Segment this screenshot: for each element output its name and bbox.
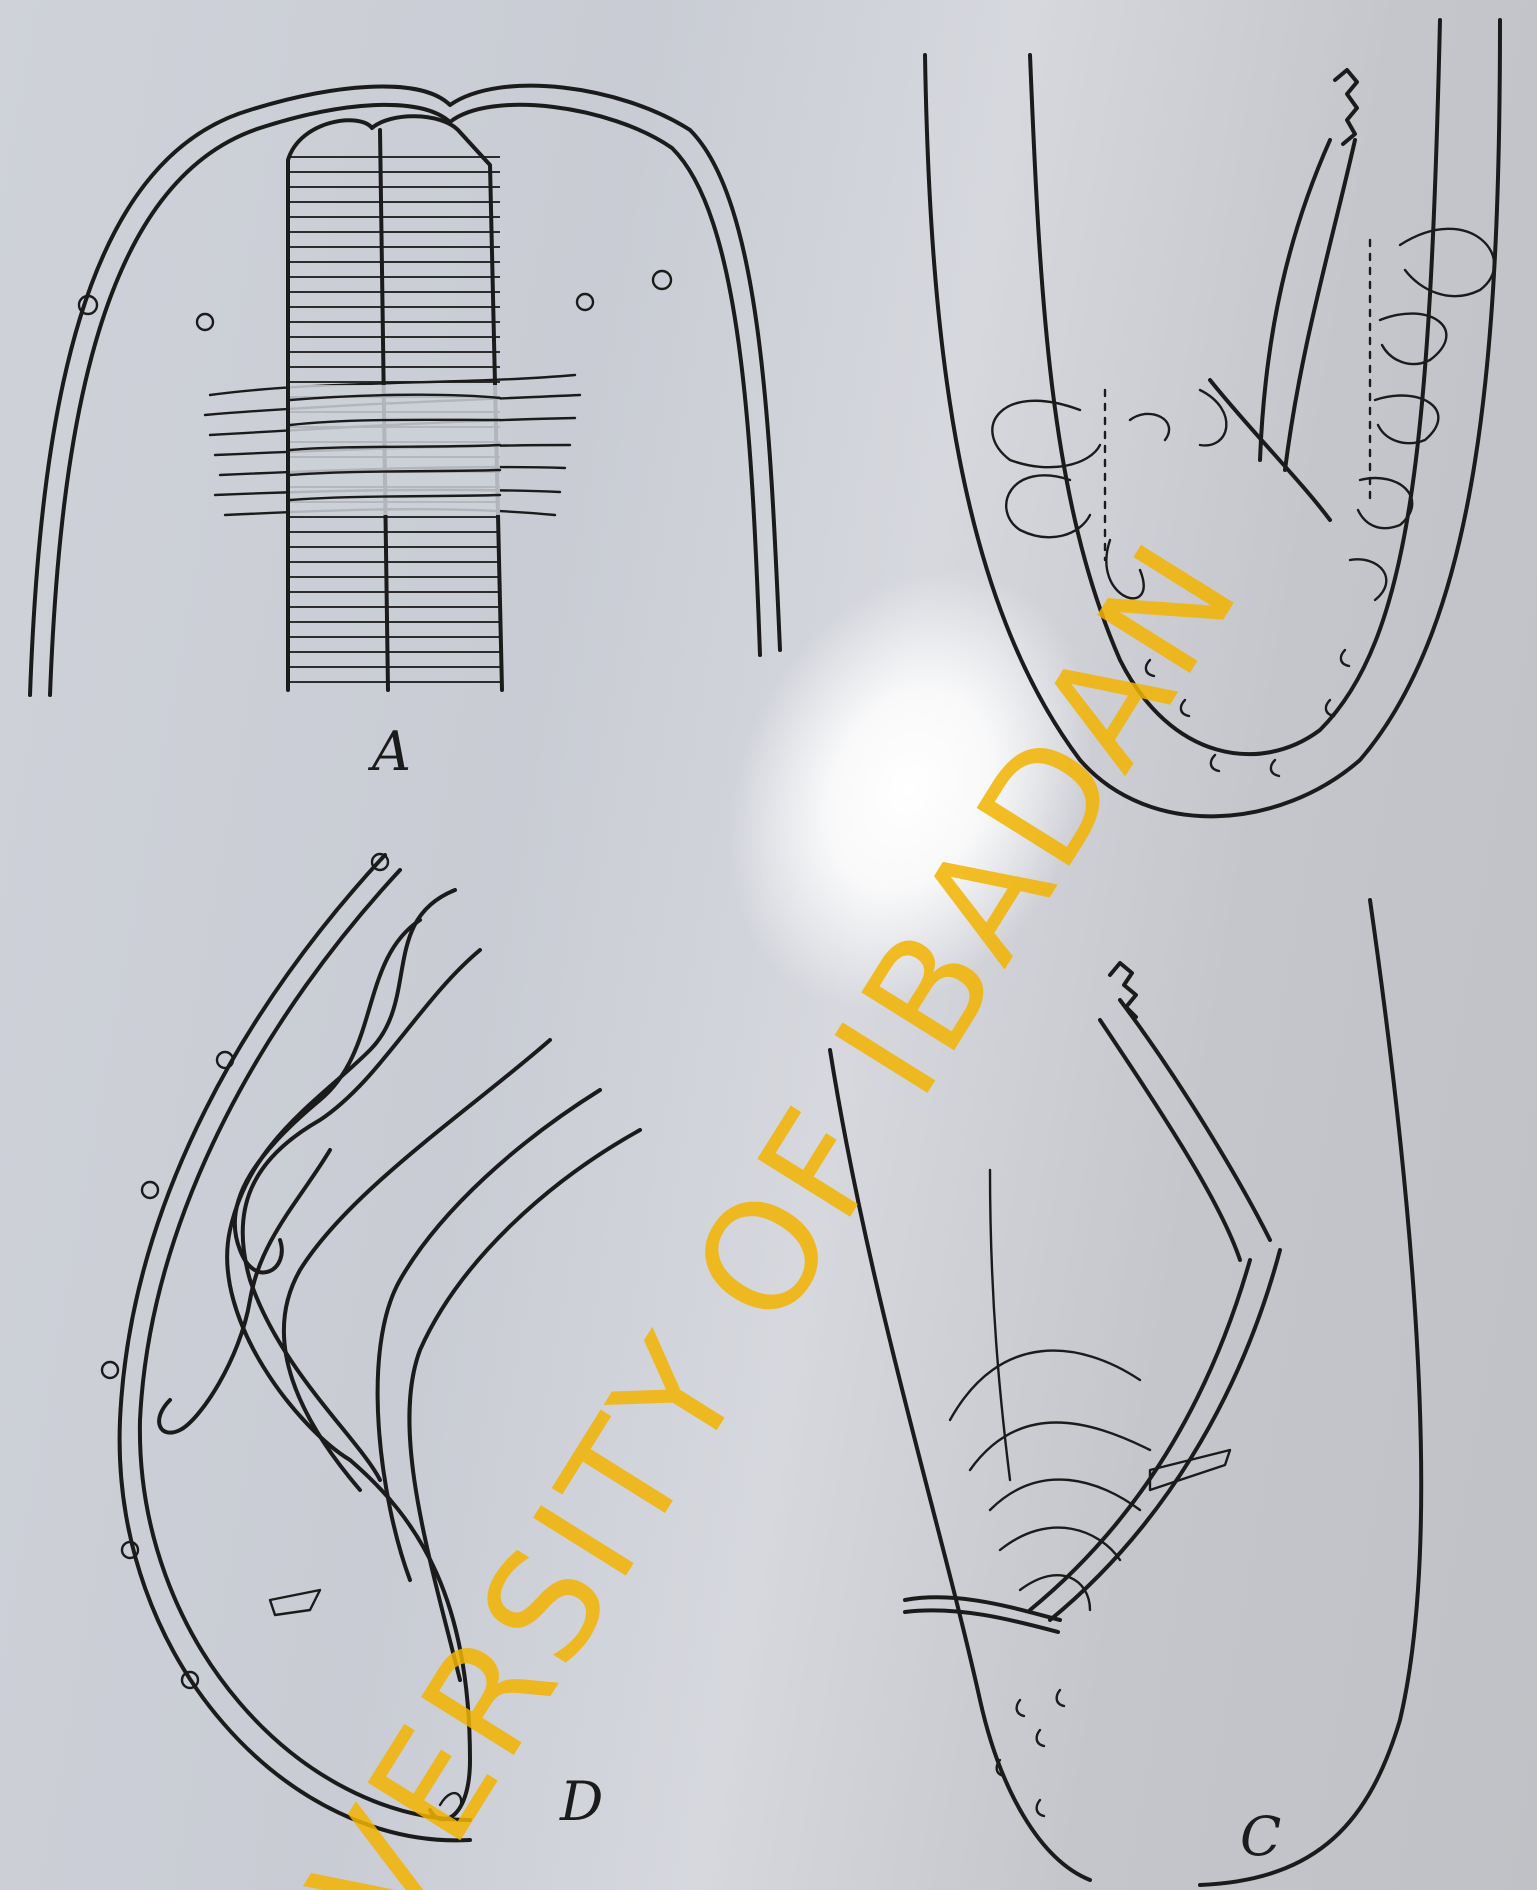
panel-label-d: D xyxy=(559,1770,603,1833)
panel-a-drawing xyxy=(30,86,780,695)
panel-label-a: A xyxy=(367,720,411,783)
panel-label-c: C xyxy=(1240,1805,1281,1868)
